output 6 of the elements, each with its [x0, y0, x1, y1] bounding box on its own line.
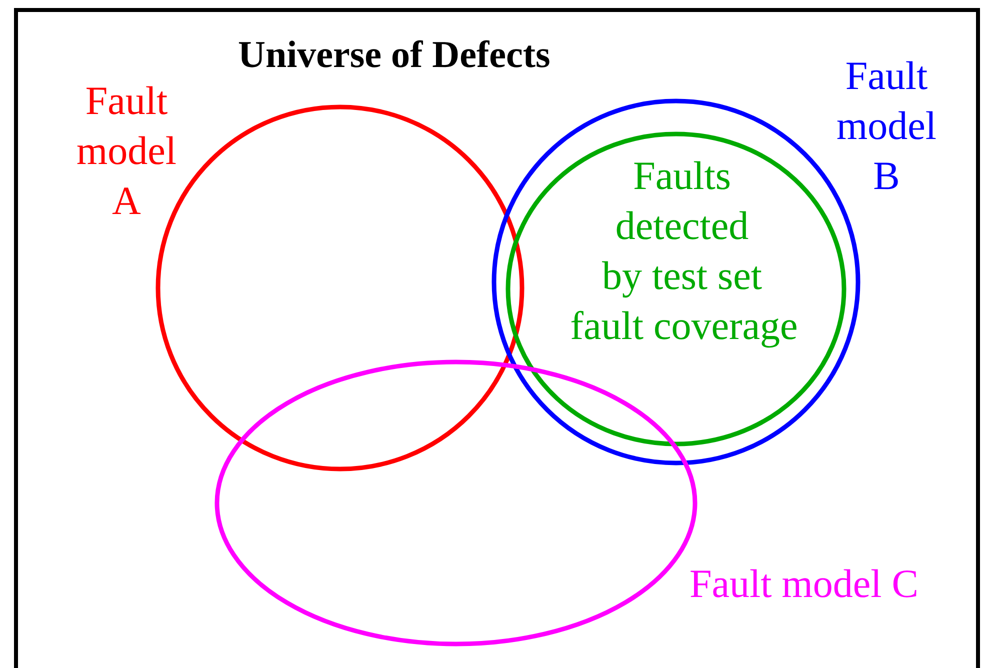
- set-label: Fault model B: [836, 52, 938, 200]
- set-label: fault coverage: [569, 302, 799, 350]
- set-label: Fault model A: [76, 77, 178, 225]
- universe-frame: [14, 8, 980, 668]
- set-label: Fault model C: [688, 560, 920, 608]
- universe-label: Universe of Defects: [238, 33, 550, 78]
